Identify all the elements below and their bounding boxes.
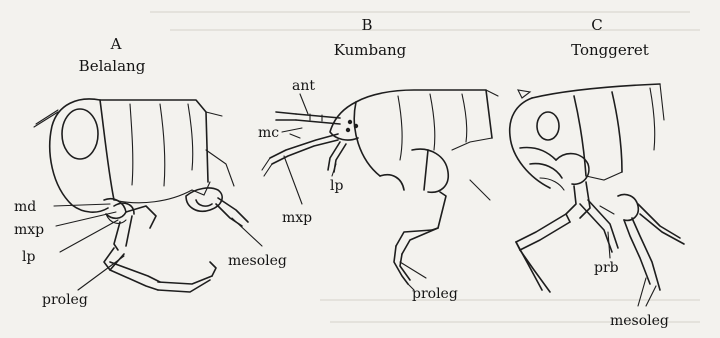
label-b-mxp: mxp [282,210,312,226]
panel-a-letter: A [110,35,122,53]
panel-b-letter: B [361,16,372,34]
label-a-mxp: mxp [14,222,44,238]
panel-a-title: Belalang [79,57,146,75]
label-a-mesoleg: mesoleg [228,253,287,269]
label-b-mc: mc [258,125,279,141]
label-b-lp: lp [330,178,343,194]
panel-b-title: Kumbang [334,41,407,59]
panel-c-title: Tonggeret [571,41,649,59]
label-c-prb: prb [594,260,619,276]
label-a-proleg: proleg [42,292,88,308]
label-a-md: md [14,199,36,215]
panel-c-letter: C [591,16,602,34]
label-b-ant: ant [292,78,315,94]
label-b-proleg: proleg [412,286,458,302]
label-a-lp: lp [22,249,35,265]
label-c-mesoleg: mesoleg [610,313,669,329]
